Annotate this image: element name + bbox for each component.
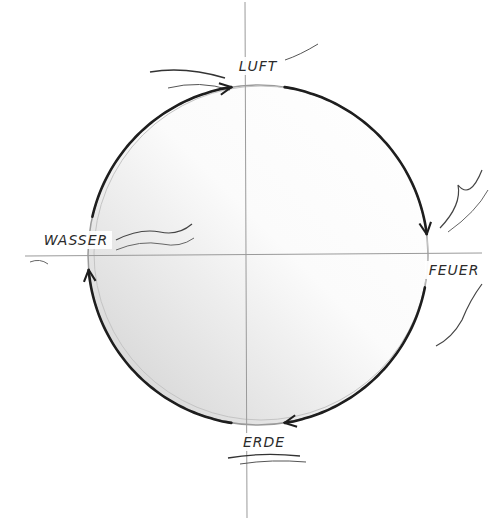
element-name: LUFT <box>239 58 278 75</box>
element-label: ERDE <box>239 433 289 452</box>
air-stroke <box>285 44 318 60</box>
water-wave <box>116 238 194 250</box>
element-label: LUFT <box>235 57 282 76</box>
earth-underline <box>240 461 306 464</box>
element-name: WASSER <box>44 232 109 249</box>
element-name: FEUER <box>429 262 480 279</box>
flame-stroke <box>448 190 488 232</box>
water-wave <box>30 260 48 264</box>
element-name: ERDE <box>243 434 285 451</box>
circle-sketch-line <box>94 86 428 420</box>
element-label: FEUER <box>425 261 484 280</box>
cycle-arrow <box>285 87 427 234</box>
air-stroke <box>150 70 225 78</box>
flame-stroke <box>440 170 482 228</box>
cycle-arrow <box>92 87 231 217</box>
flame-stroke <box>436 284 482 346</box>
horizontal-axis <box>25 253 482 256</box>
earth-underline <box>228 454 300 458</box>
cycle-arrow <box>89 270 232 423</box>
element-label: WASSER <box>40 231 113 250</box>
water-wave <box>116 224 192 240</box>
cycle-arrow <box>285 287 425 422</box>
